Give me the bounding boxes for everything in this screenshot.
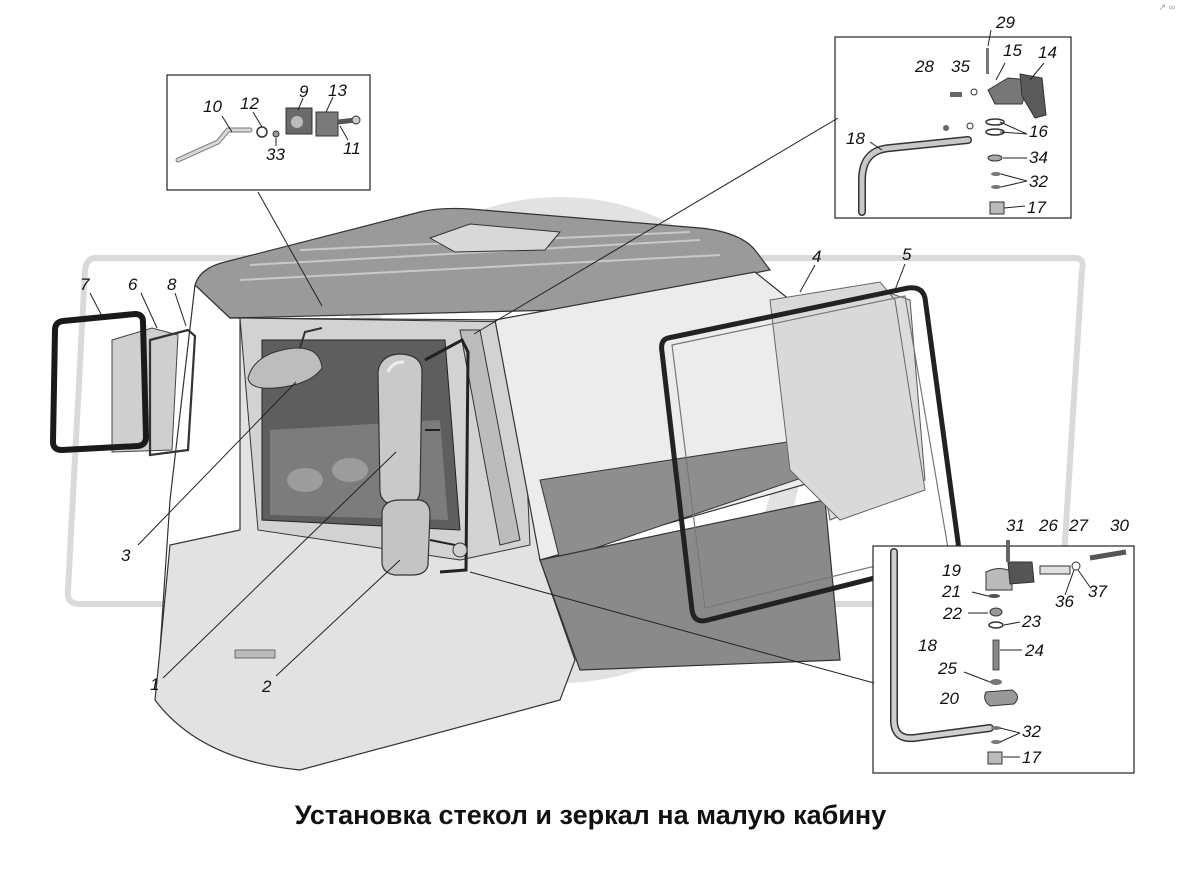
callout-16: 16 (1029, 122, 1048, 141)
callouts-main: 1 2 3 4 5 6 7 8 (80, 245, 912, 696)
callout-17b: 17 (1022, 748, 1041, 767)
callout-9: 9 (299, 82, 309, 101)
callout-21: 21 (941, 582, 961, 601)
callout-10: 10 (203, 97, 222, 116)
callout-25: 25 (937, 659, 957, 678)
inset-bottom-right (872, 540, 1135, 774)
callout-36: 36 (1055, 592, 1074, 611)
inset-top-right (834, 36, 1072, 219)
outside-mirror-small (381, 499, 468, 576)
callout-14: 14 (1038, 43, 1057, 62)
callout-32: 32 (1029, 172, 1048, 191)
interior-mirror (247, 327, 323, 389)
diagram-caption: Установка стекол и зеркал на малую кабин… (294, 800, 887, 830)
callout-29: 29 (995, 13, 1015, 32)
callouts-inset-top-right: 14 15 16 17 18 28 29 32 34 35 (846, 13, 1057, 217)
callout-33: 33 (266, 145, 285, 164)
callout-35: 35 (951, 57, 970, 76)
callout-19: 19 (942, 561, 961, 580)
roof-hatch (428, 223, 561, 253)
callout-22: 22 (942, 604, 962, 623)
callout-6: 6 (128, 275, 138, 294)
outside-mirror-main (377, 337, 470, 574)
leader-lines (89, 29, 1091, 758)
callout-28: 28 (914, 57, 934, 76)
callout-8: 8 (167, 275, 177, 294)
callout-17: 17 (1027, 198, 1046, 217)
callout-15: 15 (1003, 41, 1022, 60)
side-window-seal (49, 310, 150, 454)
callout-24: 24 (1024, 641, 1044, 660)
callout-31: 31 (1006, 516, 1025, 535)
callout-26: 26 (1038, 516, 1058, 535)
callout-3: 3 (121, 546, 131, 565)
callout-18: 18 (846, 129, 865, 148)
corner-mark: ↗ ∞ (1158, 2, 1175, 12)
side-glass-seal (148, 328, 197, 457)
callout-34: 34 (1029, 148, 1048, 167)
callout-2: 2 (261, 677, 272, 696)
cab-body (154, 207, 926, 771)
callout-27: 27 (1068, 516, 1088, 535)
callout-4: 4 (812, 247, 821, 266)
inset-roof-parts (166, 74, 371, 191)
callouts-inset-roof: 9 10 11 12 13 33 (203, 81, 361, 164)
callout-1: 1 (150, 675, 159, 694)
callout-7: 7 (80, 275, 90, 294)
callout-30: 30 (1110, 516, 1129, 535)
callout-23: 23 (1021, 612, 1041, 631)
callout-37: 37 (1088, 582, 1107, 601)
callout-5: 5 (902, 245, 912, 264)
callout-13: 13 (328, 81, 347, 100)
callout-18b: 18 (918, 636, 937, 655)
windshield-glass (769, 281, 926, 521)
callouts-inset-bottom-right: 17 18 19 20 21 22 23 24 25 26 27 30 31 3… (918, 516, 1129, 767)
callout-20: 20 (939, 689, 959, 708)
callout-32b: 32 (1022, 722, 1041, 741)
callout-12: 12 (240, 94, 259, 113)
callout-11: 11 (343, 139, 361, 158)
